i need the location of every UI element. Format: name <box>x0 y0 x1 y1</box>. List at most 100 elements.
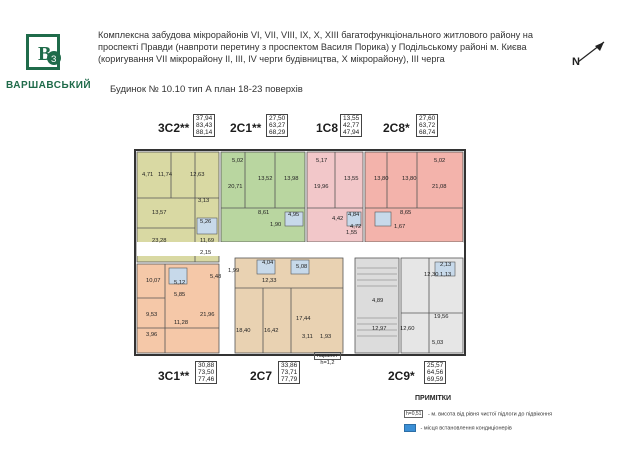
room-area: 12,30 <box>424 272 439 278</box>
room-area: 3,13 <box>198 198 210 204</box>
apartment-code: 2С8* <box>383 121 410 135</box>
room-area: 4,84 <box>348 212 360 218</box>
area-total: 42,77 <box>343 122 360 129</box>
apartment-area-box: 27,60 63,72 68,74 <box>416 114 439 137</box>
room-area: 4,71 <box>142 172 154 178</box>
room-area: 16,42 <box>264 328 279 334</box>
room-area: 5,03 <box>432 340 444 346</box>
legend-row-sill-height: h=0,51 - м. висота від рівня чистої підл… <box>404 410 552 418</box>
area-full: 68,29 <box>269 129 286 136</box>
area-living: 27,60 <box>419 115 436 122</box>
room-area: 13,57 <box>152 210 167 216</box>
area-full: 69,59 <box>427 376 444 383</box>
room-area: 20,71 <box>228 184 243 190</box>
header-line-3: (коригування VII мікрорайону II, III, IV… <box>98 54 445 64</box>
room-area: 5,17 <box>316 158 328 164</box>
apartment-area-box: 30,88 73,50 77,46 <box>195 361 218 384</box>
area-living: 37,94 <box>196 115 213 122</box>
area-total: 83,43 <box>196 122 213 129</box>
apartment-area-box: 27,50 63,27 68,29 <box>266 114 289 137</box>
legend-text: - м. висота від рівня чистої підлоги до … <box>427 411 553 418</box>
area-living: 27,50 <box>269 115 286 122</box>
area-full: 68,74 <box>419 129 436 136</box>
room-area: 1,13 <box>440 272 452 278</box>
apartment-area-box: 33,86 73,71 77,79 <box>278 361 301 384</box>
room-area: 8,61 <box>258 210 270 216</box>
apartment-area-box: 25,57 64,56 69,59 <box>424 361 447 384</box>
apartment-code: 3С1** <box>158 369 190 383</box>
header-line-1: Комплексна забудова мікрорайонів VI, VII… <box>98 30 533 40</box>
room-area: 2,15 <box>200 250 212 256</box>
room-area: 18,40 <box>236 328 251 334</box>
apartment-code: 2С7 <box>250 369 273 383</box>
room-area: 1,67 <box>394 224 406 230</box>
area-total: 73,71 <box>281 369 298 376</box>
floor-plan-drawing <box>134 149 466 356</box>
room-area: 8,65 <box>400 210 412 216</box>
room-area: 1,55 <box>346 230 358 236</box>
parapet-note: парапет h=1,2 <box>314 352 341 366</box>
apartment-code: 1С8 <box>316 121 339 135</box>
room-area: 1,99 <box>228 268 240 274</box>
room-area: 12,63 <box>190 172 205 178</box>
area-full: 88,14 <box>196 129 213 136</box>
room-area: 19,96 <box>314 184 329 190</box>
compass-letter: N <box>572 56 580 68</box>
room-area: 5,26 <box>200 219 212 225</box>
apartment-code: 2С1** <box>230 121 262 135</box>
room-area: 5,02 <box>434 158 446 164</box>
area-living: 13,55 <box>343 115 360 122</box>
area-total: 64,56 <box>427 369 444 376</box>
area-living: 33,86 <box>281 362 298 369</box>
header-line-2: проспекті Правди (навпроти перетину з пр… <box>98 42 527 52</box>
area-total: 73,50 <box>198 369 215 376</box>
logo-emblem-icon: B З <box>26 34 61 70</box>
svg-text:З: З <box>51 54 56 64</box>
room-area: 4,72 <box>350 224 362 230</box>
parapet-height: h=1,2 <box>320 360 335 366</box>
apartment-area-box: 13,55 42,77 47,94 <box>340 114 363 137</box>
room-area: 11,28 <box>174 320 189 326</box>
area-full: 77,46 <box>198 376 215 383</box>
parapet-label: парапет <box>314 352 341 360</box>
compass <box>570 38 610 68</box>
room-area: 5,85 <box>174 292 186 298</box>
floor-plan <box>125 128 475 360</box>
area-total: 63,72 <box>419 122 436 129</box>
room-area: 5,48 <box>210 274 222 280</box>
logo: B З <box>14 32 74 74</box>
room-area: 3,96 <box>146 332 158 338</box>
room-area: 13,55 <box>344 176 359 182</box>
room-area: 2,13 <box>440 262 452 268</box>
room-area: 4,89 <box>372 298 384 304</box>
apartment-code: 2С9* <box>388 369 415 383</box>
area-living: 25,57 <box>427 362 444 369</box>
room-area: 3,11 <box>302 334 313 340</box>
apartment-area-box: 37,94 83,43 88,14 <box>193 114 216 137</box>
room-area: 4,04 <box>262 260 274 266</box>
room-area: 11,69 <box>200 238 215 244</box>
room-area: 12,33 <box>262 278 277 284</box>
room-area: 13,80 <box>402 176 417 182</box>
room-area: 12,97 <box>372 326 387 332</box>
room-area: 1,90 <box>270 222 282 228</box>
legend-text: - місця встановлення кондиціонерів <box>420 425 512 432</box>
ac-swatch-icon <box>404 424 416 432</box>
room-area: 10,07 <box>146 278 161 284</box>
room-area: 1,93 <box>320 334 332 340</box>
area-total: 63,27 <box>269 122 286 129</box>
room-area: 5,12 <box>174 280 186 286</box>
room-area: 9,53 <box>146 312 158 318</box>
room-area: 4,95 <box>288 212 300 218</box>
room-area: 13,52 <box>258 176 273 182</box>
room-area: 12,60 <box>400 326 415 332</box>
north-arrow-icon <box>577 41 605 63</box>
room-area: 23,28 <box>152 238 167 244</box>
room-area: 5,02 <box>232 158 244 164</box>
room-area: 11,74 <box>158 172 173 178</box>
room-area: 4,42 <box>332 216 344 222</box>
area-full: 77,79 <box>281 376 298 383</box>
page-subtitle: Будинок № 10.10 тип А план 18-23 поверхі… <box>110 84 303 95</box>
area-full: 47,94 <box>343 129 360 136</box>
room-area: 5,08 <box>296 264 308 270</box>
